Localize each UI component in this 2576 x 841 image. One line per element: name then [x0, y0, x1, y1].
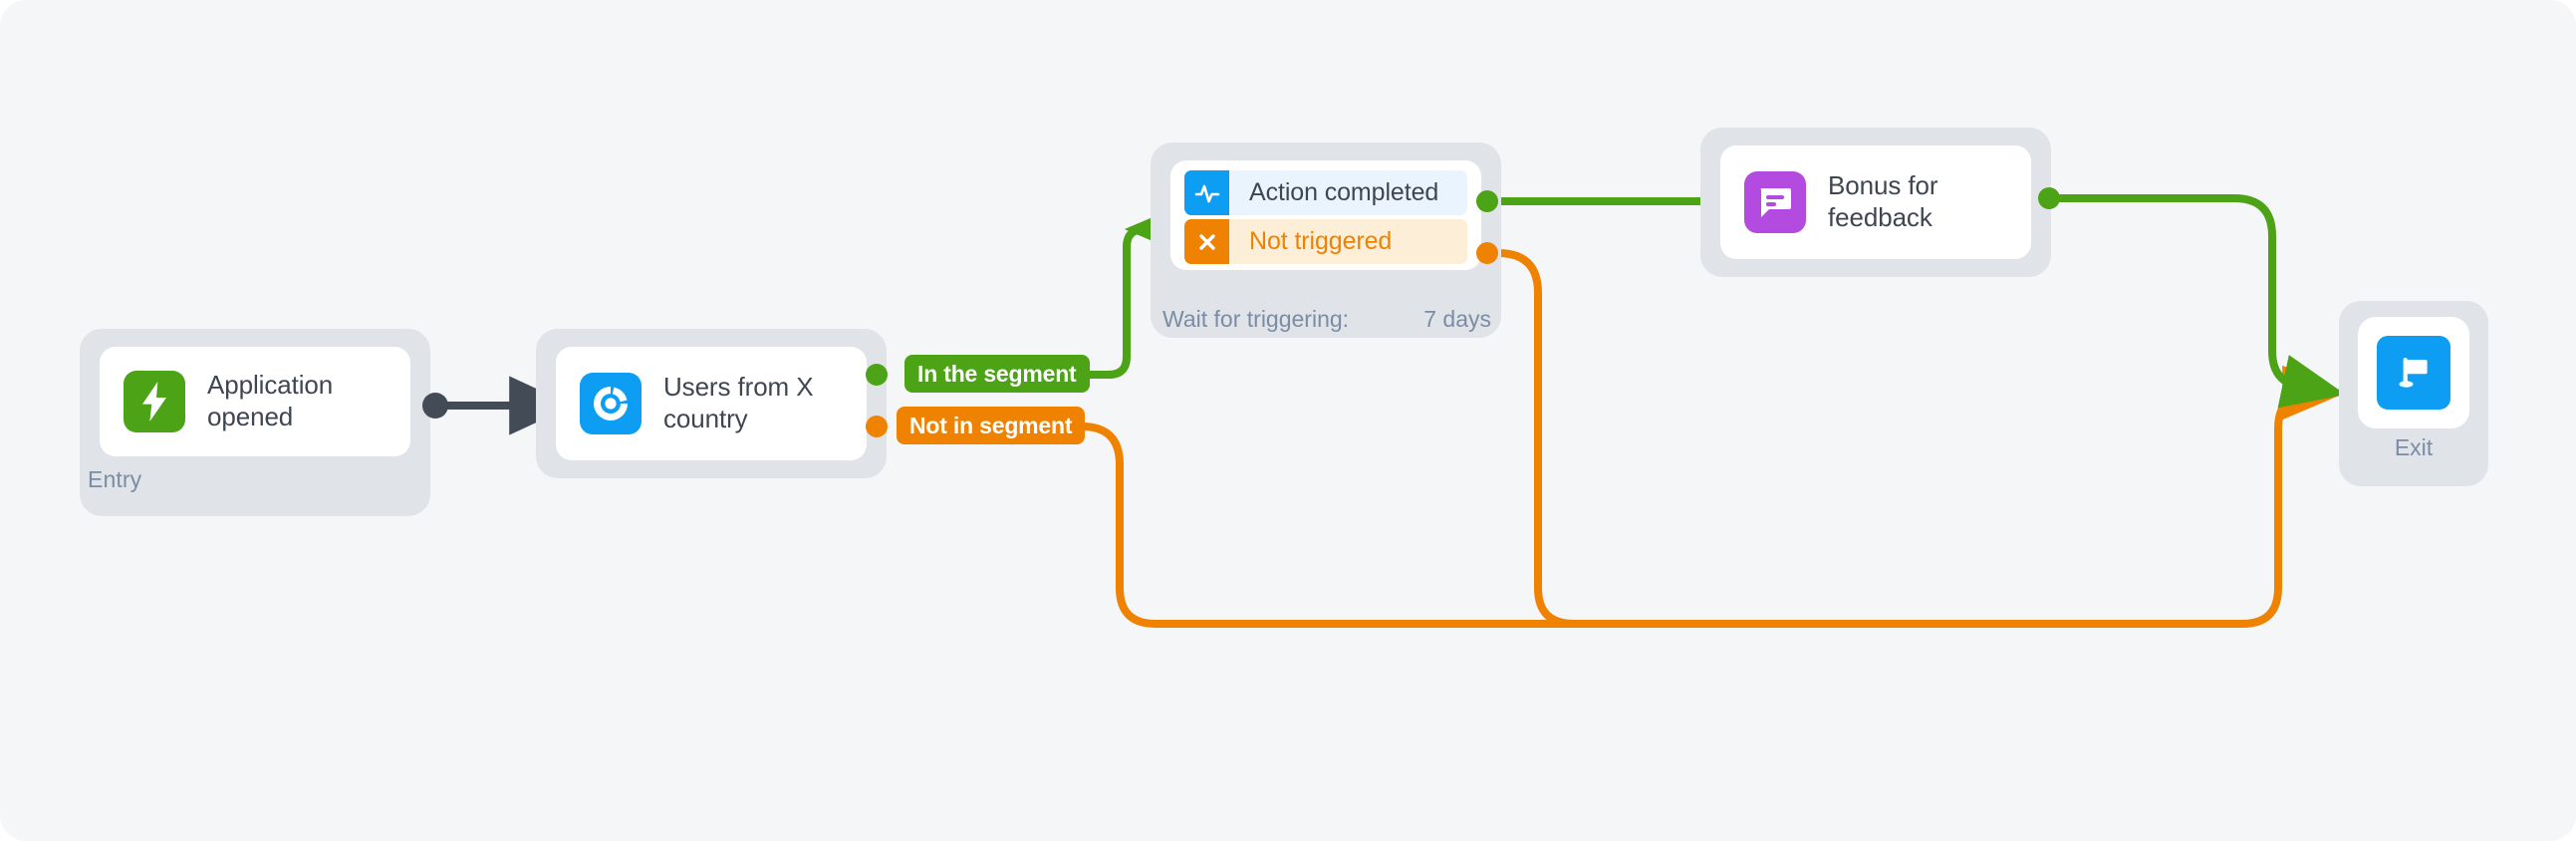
action-output-dot-not-triggered[interactable] [1476, 242, 1498, 264]
close-x-icon [1184, 219, 1229, 264]
node-segment-title: Users from X country [663, 372, 814, 433]
node-exit-card[interactable] [2358, 317, 2469, 428]
node-bonus-title: Bonus for feedback [1828, 170, 1938, 232]
action-row-not-triggered-label: Not triggered [1249, 227, 1393, 255]
entry-output-dot[interactable] [422, 393, 448, 419]
node-entry-caption: Entry [88, 466, 142, 492]
message-bubble-icon [1744, 171, 1806, 233]
segment-output-dot-not-segment[interactable] [866, 416, 888, 437]
node-action[interactable]: Action completed Not triggered [1151, 142, 1501, 338]
segment-output-dot-in-segment[interactable] [866, 364, 888, 386]
edge-bonus-to-exit [2056, 194, 2346, 409]
activity-pulse-icon [1184, 170, 1229, 215]
action-row-completed[interactable]: Action completed [1184, 170, 1467, 215]
edge-segment-to-exit [1078, 365, 2347, 628]
node-bonus[interactable]: Bonus for feedback [1700, 128, 2051, 277]
node-segment[interactable]: Users from X country [536, 329, 887, 478]
node-entry[interactable]: Application opened [80, 329, 430, 516]
branch-label-in-segment[interactable]: In the segment [904, 355, 1090, 393]
flag-icon [2377, 336, 2450, 410]
action-wait-value: 7 days [1423, 306, 1491, 332]
branch-label-not-in-segment[interactable]: Not in segment [897, 407, 1086, 444]
node-bonus-card[interactable]: Bonus for feedback [1720, 145, 2031, 259]
node-entry-card[interactable]: Application opened [100, 347, 410, 456]
node-action-card[interactable]: Action completed Not triggered [1170, 160, 1481, 270]
edge-segment-to-action [1077, 201, 1188, 379]
action-row-completed-label: Action completed [1249, 178, 1439, 206]
edge-action-to-exit [1494, 249, 1598, 628]
action-row-not-triggered[interactable]: Not triggered [1184, 219, 1467, 264]
bonus-output-dot[interactable] [2038, 187, 2060, 209]
node-entry-title: Application opened [207, 370, 334, 431]
segment-donut-icon [580, 373, 642, 434]
action-wait-label: Wait for triggering: [1162, 306, 1350, 332]
node-exit-caption: Exit [2394, 434, 2434, 460]
node-exit[interactable] [2339, 301, 2488, 486]
action-output-dot-completed[interactable] [1476, 190, 1498, 212]
lightning-bolt-icon [124, 371, 185, 432]
action-wait-row: Wait for triggering: 7 days [1162, 306, 1491, 333]
node-segment-card[interactable]: Users from X country [556, 347, 867, 460]
